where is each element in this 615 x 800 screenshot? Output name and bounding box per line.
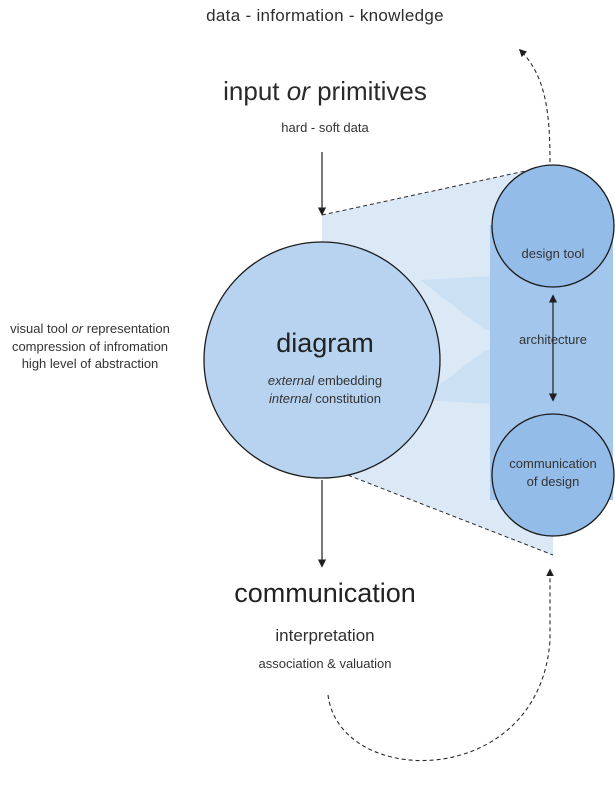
top-caption: data - information - knowledge bbox=[206, 6, 444, 25]
left-note-line3: high level of abstraction bbox=[21, 356, 159, 371]
architecture-label: architecture bbox=[519, 332, 587, 347]
design-tool-label: design tool bbox=[521, 246, 585, 261]
diagram-subtitle: external embedding internal constitution bbox=[268, 372, 382, 408]
diagram-circle bbox=[203, 241, 441, 479]
projection-edge-top bbox=[321, 164, 554, 216]
diagram-subtitle-line1: external embedding bbox=[267, 373, 383, 388]
input-title: input or primitives bbox=[223, 76, 427, 107]
communication-association: association & valuation bbox=[258, 656, 392, 671]
diagram-title: diagram bbox=[276, 328, 374, 358]
left-note: visual tool or representation compressio… bbox=[10, 320, 170, 373]
left-note-line2: compression of infromation bbox=[11, 338, 169, 354]
input-title-or: or bbox=[286, 76, 310, 106]
communication-of-design-circle bbox=[491, 413, 615, 537]
left-note-line1: visual tool or representation bbox=[10, 321, 170, 336]
input-title-start: input bbox=[223, 76, 287, 106]
communication-title: communication bbox=[234, 578, 416, 608]
diagram-subtitle-line2: internal constitution bbox=[268, 391, 382, 406]
input-subtitle: hard - soft data bbox=[281, 120, 369, 135]
communication-of-design-label: communication of design bbox=[509, 456, 597, 489]
input-title-end: primitives bbox=[309, 76, 427, 106]
feedback-loop-top bbox=[518, 48, 551, 163]
feedback-loop-bottom bbox=[327, 568, 554, 762]
design-tool-circle bbox=[491, 164, 615, 288]
projection-edge-bottom bbox=[321, 464, 554, 556]
communication-interpretation: interpretation bbox=[275, 626, 375, 645]
